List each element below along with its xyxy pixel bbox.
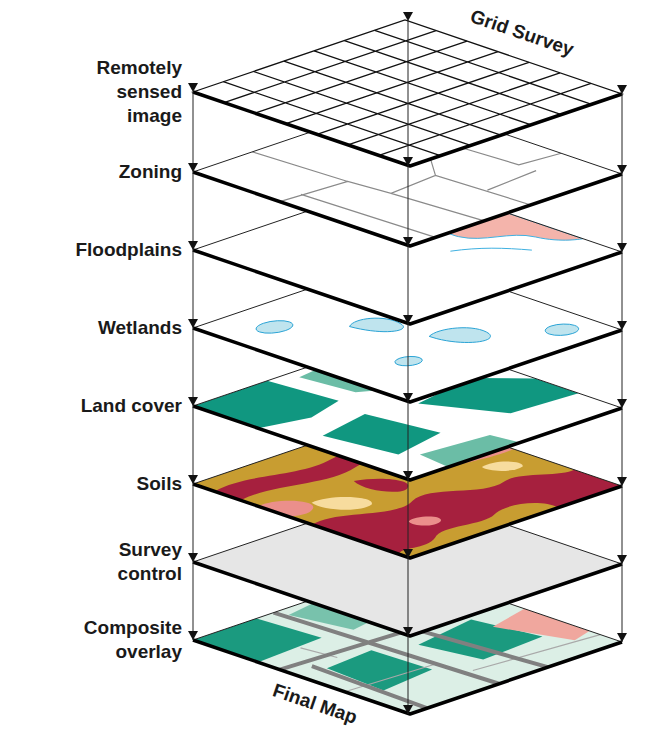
layer-label: Wetlands [4,316,182,340]
layer-label: Remotely sensed image [72,56,182,127]
layer-label: Soils [4,472,182,496]
layer-label: Zoning [4,160,182,184]
arrowheads [188,12,627,714]
layer-label: Land cover [4,394,182,418]
layer-label: Composite overlay [72,616,182,664]
stack-lines [193,20,622,714]
layer-label: Floodplains [4,238,182,262]
layer-label: Survey control [72,538,182,586]
